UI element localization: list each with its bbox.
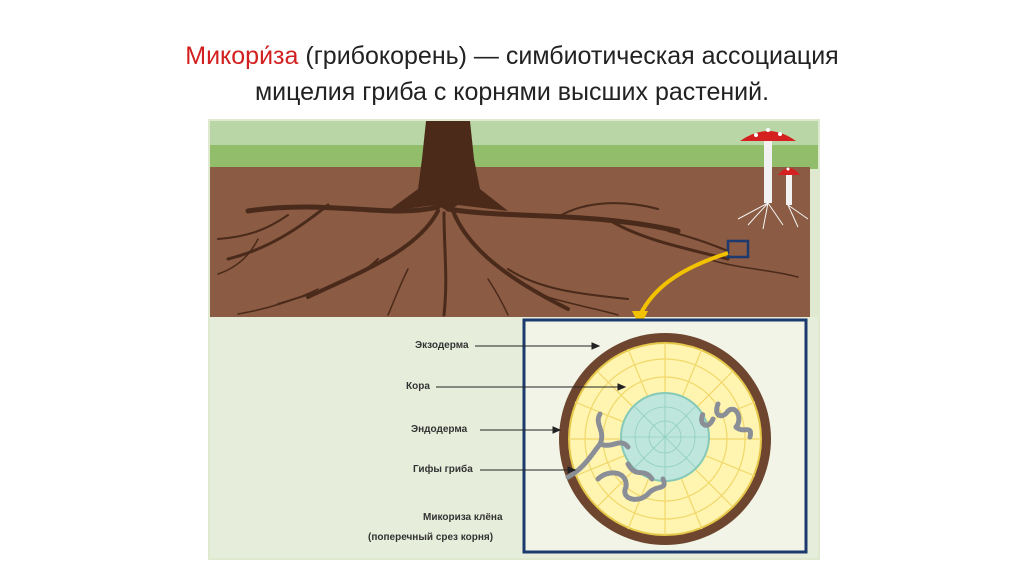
zoom-arrow xyxy=(638,251,729,316)
soil-layer xyxy=(210,167,810,317)
label-endoderm: Эндодерма xyxy=(411,424,468,435)
page-title: Микори́за (грибокорень) — симбиотическая… xyxy=(0,38,1024,110)
mycorrhiza-diagram: Экзодерма Кора Эндодерма Гифы гриба Мико… xyxy=(208,119,820,560)
label-hyphae: Гифы гриба xyxy=(413,464,473,475)
fungal-hyphae xyxy=(565,401,754,502)
tree-trunk xyxy=(388,121,508,211)
zoom-area-marker xyxy=(726,239,750,259)
title-term: Микори́за xyxy=(185,42,299,70)
fly-agaric-mushrooms xyxy=(737,128,809,230)
diagram-illustration xyxy=(208,119,820,560)
grass-band xyxy=(210,145,818,169)
label-exoderm: Экзодерма xyxy=(415,340,469,351)
title-line-2: мицелия гриба с корнями высших растений. xyxy=(254,78,770,106)
title-line-1: Микори́за (грибокорень) — симбиотическая… xyxy=(0,38,1024,74)
caption-line-1: Микориза клёна xyxy=(423,512,503,523)
label-pointers xyxy=(436,342,627,474)
label-cortex: Кора xyxy=(406,381,430,392)
root-cross-section xyxy=(559,333,771,545)
title-line-1-rest: (грибокорень) — симбиотическая ассоциаци… xyxy=(298,42,839,70)
caption-line-2: (поперечный срез корня) xyxy=(368,532,494,543)
